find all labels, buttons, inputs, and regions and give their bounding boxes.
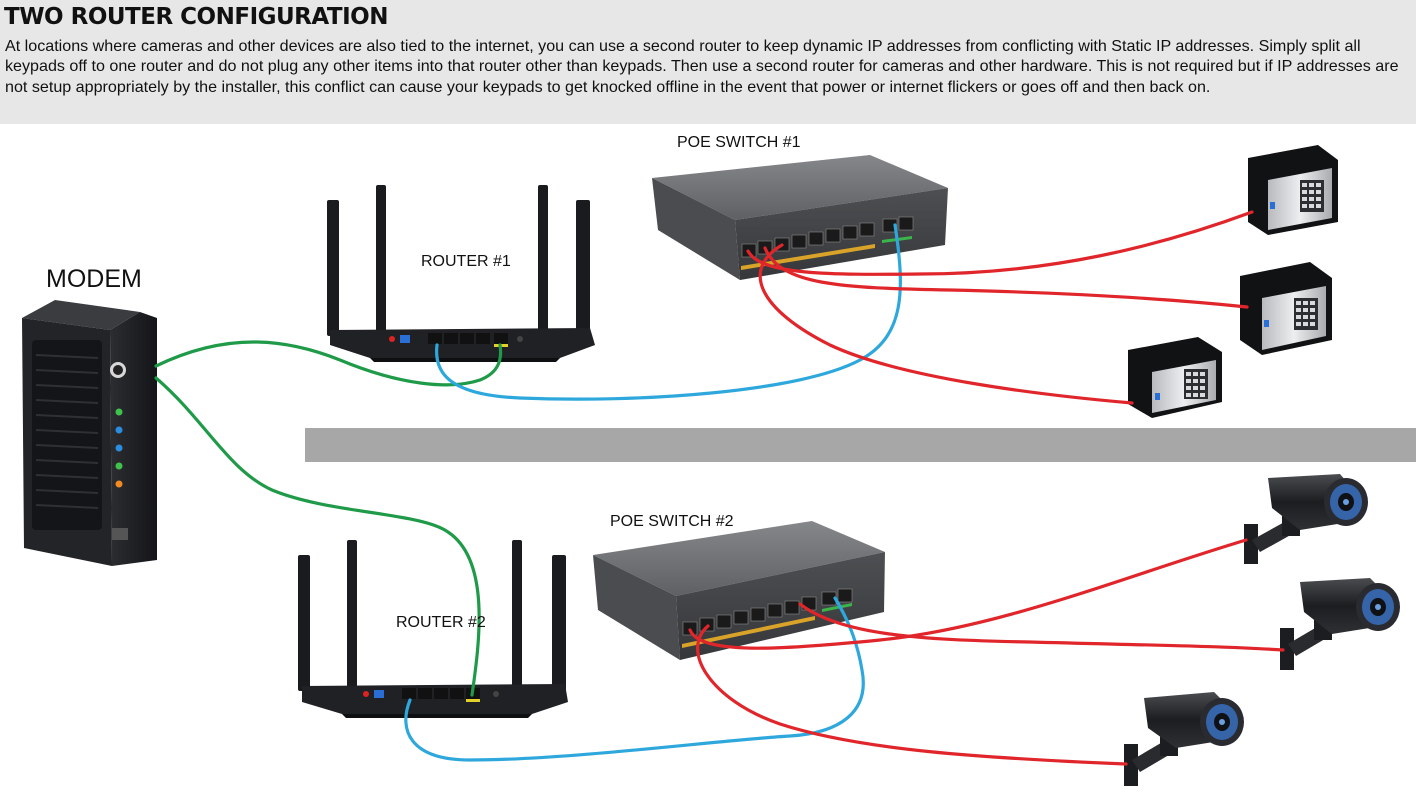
switch-1-label: POE SWITCH #1 <box>677 134 801 151</box>
modem-to-router-1-cable <box>154 340 503 387</box>
keypad-1-icon <box>1248 145 1338 235</box>
router-2-to-switch-2-cable <box>404 596 865 762</box>
switch-1-to-keypad-2-cable <box>763 246 1249 309</box>
router-1-to-switch-1-cable <box>434 223 902 401</box>
page-title: TWO ROUTER CONFIGURATION <box>4 4 388 30</box>
switch-2-to-camera-3-cable <box>696 624 1128 766</box>
modem-icon <box>22 300 157 566</box>
modem-label: MODEM <box>46 265 142 293</box>
keypad-3-icon <box>1128 337 1222 418</box>
description-text: At locations where cameras and other dev… <box>5 37 1399 96</box>
router-1-label: ROUTER #1 <box>421 253 511 270</box>
router-1-icon <box>327 185 595 362</box>
camera-3-icon <box>1124 692 1244 786</box>
switch-1-to-keypad-3-cable <box>758 243 1134 405</box>
router-2-label: ROUTER #2 <box>396 614 486 631</box>
camera-2-icon <box>1280 578 1400 670</box>
section-divider <box>305 428 1416 462</box>
camera-1-icon <box>1244 474 1368 564</box>
router-2-icon <box>298 540 568 718</box>
modem-to-router-2-cable <box>154 376 481 697</box>
switch-2-label: POE SWITCH #2 <box>610 513 734 530</box>
switch-2-to-camera-2-cable <box>798 602 1285 652</box>
header-panel: TWO ROUTER CONFIGURATION At locations wh… <box>0 0 1416 124</box>
poe-switch-2-icon <box>593 521 885 660</box>
keypad-2-icon <box>1240 262 1332 355</box>
poe-switch-1-icon <box>652 155 948 280</box>
